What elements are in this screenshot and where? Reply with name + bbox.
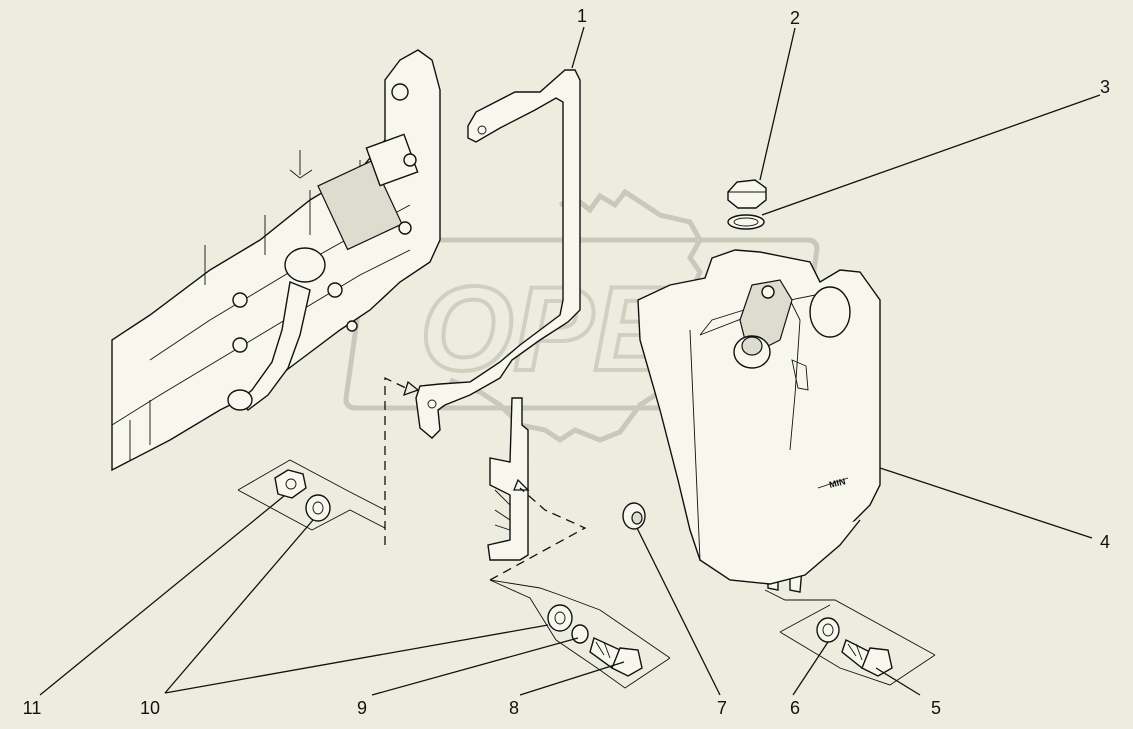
callout-9: 9 [357, 698, 367, 718]
engine-block [111, 49, 441, 472]
seal-ring [727, 214, 765, 230]
callout-1: 1 [577, 6, 587, 26]
expansion-tank: MIN [637, 249, 881, 593]
callout-10: 10 [140, 698, 160, 718]
callout-2: 2 [790, 8, 800, 28]
leader-lines [39, 26, 1101, 696]
callout-5: 5 [931, 698, 941, 718]
tank-bolt-washer-group [764, 589, 936, 686]
bolt-washer-group [489, 579, 671, 689]
callout-3: 3 [1100, 77, 1110, 97]
nut-washer-group [237, 459, 386, 531]
callout-7: 7 [717, 698, 727, 718]
assembly-dash-lines [384, 376, 587, 581]
callout-6: 6 [790, 698, 800, 718]
tank-min-mark: MIN [828, 476, 846, 490]
filler-cap [727, 179, 767, 209]
callout-4: 4 [1100, 532, 1110, 552]
grommet [622, 502, 646, 530]
callouts: 1 2 3 4 5 6 7 8 9 10 11 [23, 6, 1110, 718]
callout-11: 11 [23, 698, 42, 718]
callout-8: 8 [509, 698, 519, 718]
bracket [415, 69, 581, 561]
